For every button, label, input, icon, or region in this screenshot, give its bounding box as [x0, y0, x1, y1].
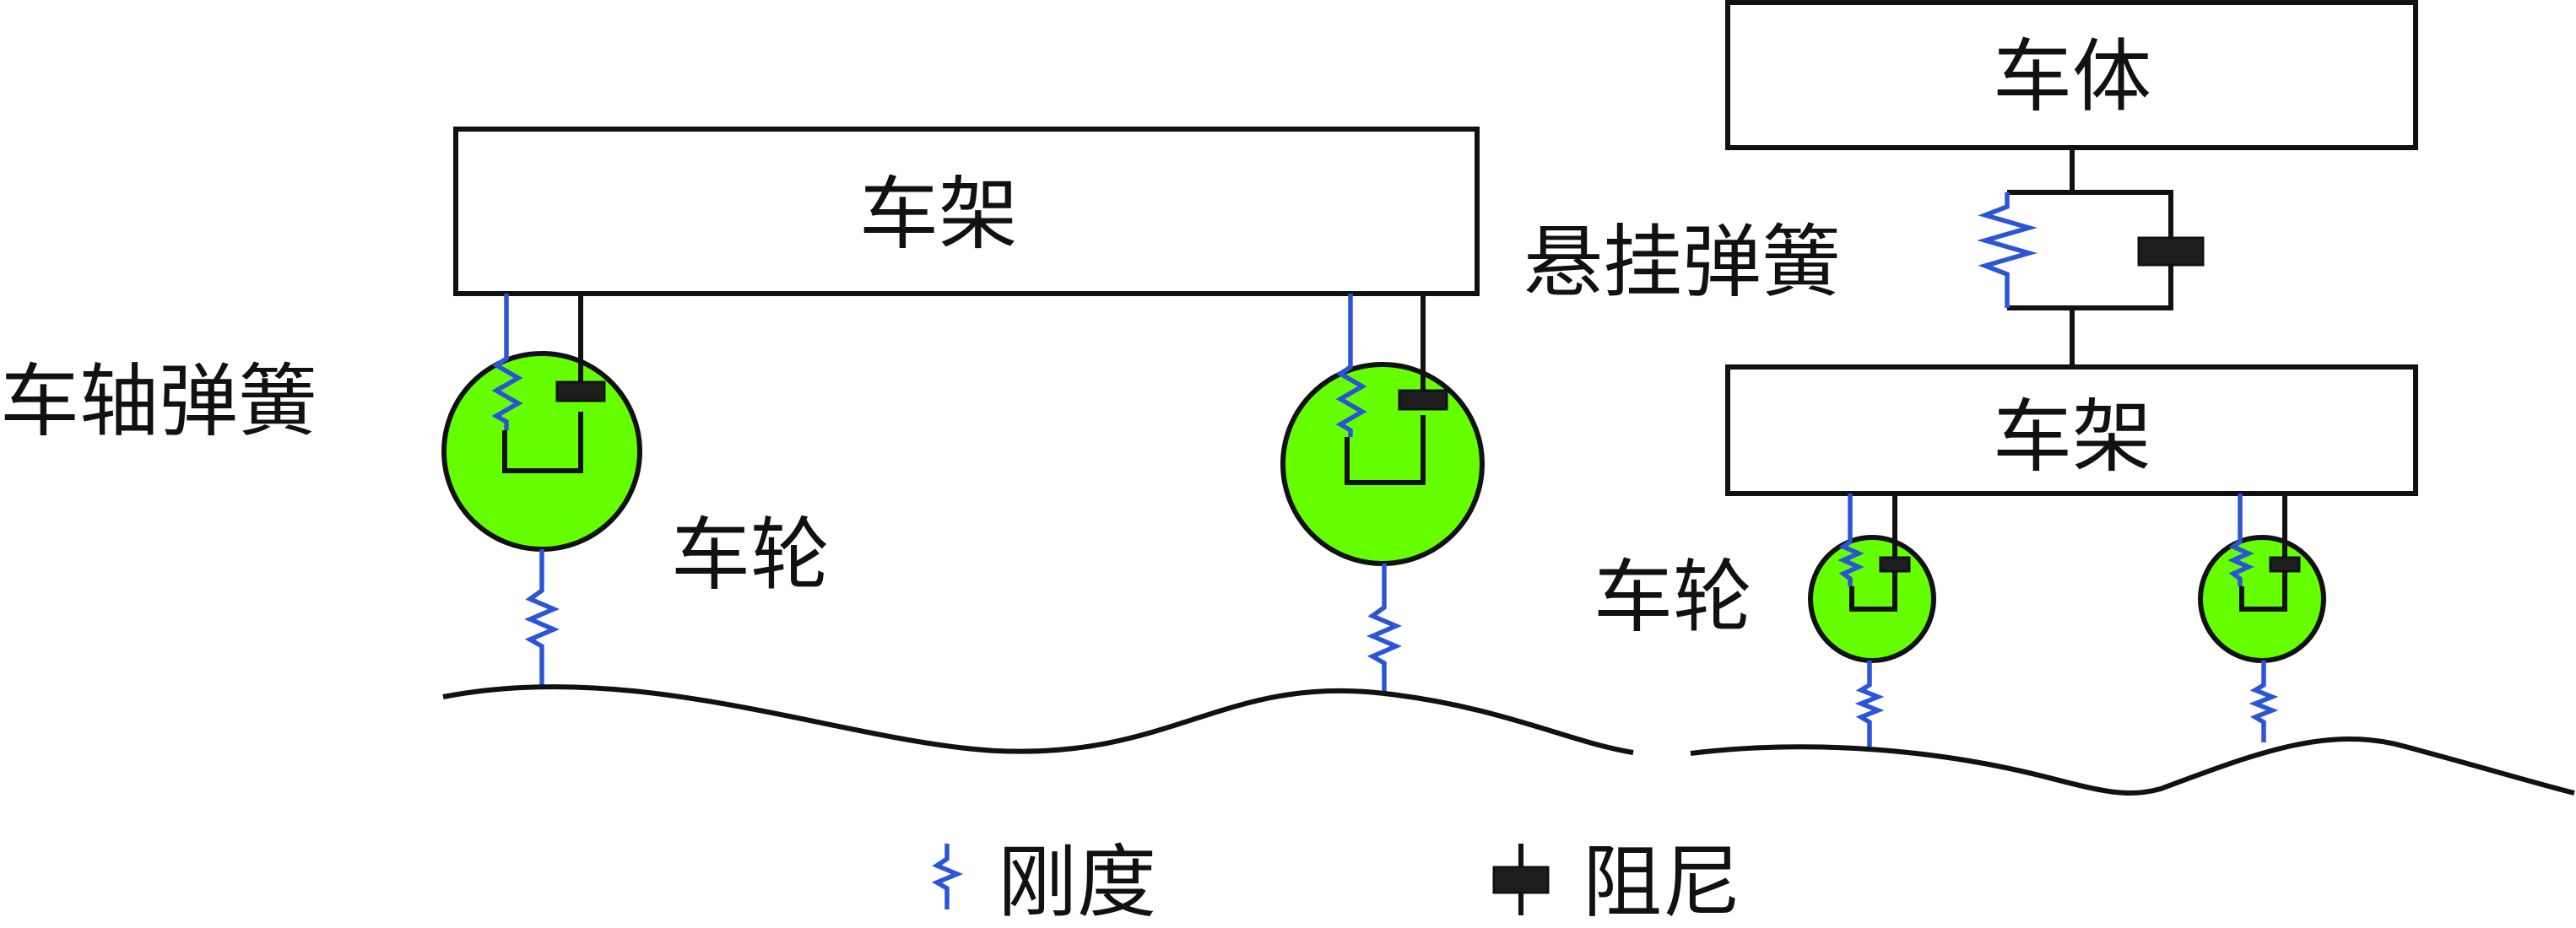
wheel-2 — [1280, 362, 1485, 566]
damper-link-2 — [1345, 294, 1426, 485]
right-wheel-assembly-1 — [1808, 494, 1936, 747]
legend-label-stiffness: 刚度 — [998, 837, 1156, 928]
left-frame-label: 车架 — [859, 169, 1018, 261]
spring-icon — [1854, 661, 1885, 747]
left-wheel-assembly-2 — [1280, 294, 1485, 693]
left-frame-box — [453, 127, 1480, 296]
spring-icon — [1837, 494, 1864, 586]
spring-icon — [1977, 192, 2038, 308]
spring-icon — [524, 549, 560, 685]
suspension-spring-label: 悬挂弹簧 — [1523, 217, 1841, 309]
spring-icon — [1335, 294, 1367, 437]
left-model: 车架 车轴弹簧 车轮 — [0, 127, 1634, 755]
spring-icon — [2249, 661, 2279, 742]
damper-link-3 — [1849, 494, 1897, 612]
right-wheel-assembly-2 — [2198, 494, 2326, 742]
damper-link-4 — [2239, 494, 2287, 612]
legend: 刚度 阻尼 — [931, 837, 1741, 928]
legend-label-damping: 阻尼 — [1583, 837, 1741, 928]
damper-icon — [1492, 866, 1550, 894]
left-wheel-label: 车轮 — [671, 510, 830, 602]
wheel-1 — [441, 351, 642, 552]
body-label: 车体 — [1993, 31, 2151, 123]
left-wheel-assembly-1 — [441, 294, 642, 685]
spring-icon — [1366, 564, 1402, 693]
right-model: 车体 悬挂弹簧 车架 车轮 — [1523, 0, 2575, 796]
suspension-link — [2007, 148, 2173, 367]
damper-icon — [2269, 556, 2301, 573]
wheel-4 — [2198, 535, 2326, 663]
body-box — [1725, 0, 2418, 150]
damper-icon — [1879, 556, 1911, 573]
left-road-surface — [442, 683, 1634, 755]
spring-icon — [2227, 494, 2254, 586]
wheel-3 — [1808, 535, 1936, 663]
spring-icon — [931, 844, 964, 909]
damper-icon — [555, 380, 606, 402]
suspension-assembly — [1977, 148, 2205, 367]
damper-icon — [2137, 236, 2205, 267]
spring-icon — [491, 294, 523, 430]
right-frame-box — [1725, 364, 2418, 496]
damper-icon — [1398, 389, 1448, 411]
right-frame-label: 车架 — [1993, 391, 2151, 483]
legend-item-stiffness: 刚度 — [931, 837, 1156, 928]
axle-spring-label: 车轴弹簧 — [0, 356, 317, 448]
legend-item-damping: 阻尼 — [1492, 837, 1741, 928]
damper-link-1 — [502, 294, 583, 473]
right-wheel-label: 车轮 — [1594, 552, 1752, 644]
right-road-surface — [1690, 736, 2575, 796]
